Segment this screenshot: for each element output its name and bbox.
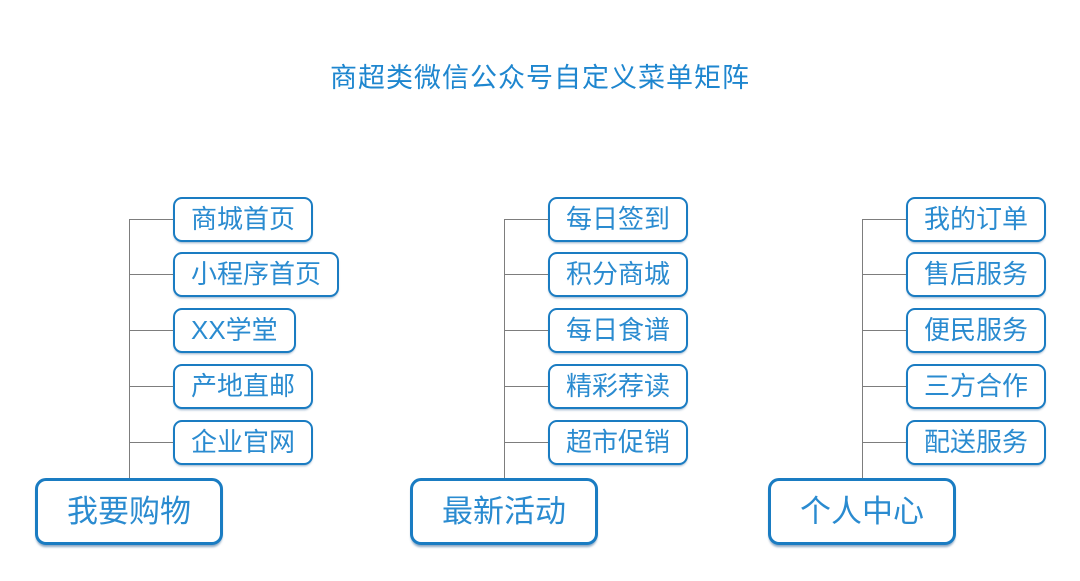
menu-item-node: 积分商城: [548, 252, 689, 297]
tree-personal-center: 我的订单 售后服务 便民服务 三方合作 配送服务 个人中心: [768, 197, 1080, 552]
menu-item-node: 超市促销: [548, 420, 689, 465]
menu-item-node: XX学堂: [173, 308, 296, 353]
tree-branch-line: [129, 274, 173, 275]
menu-item-node: 售后服务: [906, 252, 1047, 297]
tree-branch-line: [504, 219, 548, 220]
menu-item-node: 三方合作: [906, 364, 1047, 409]
tree-branch-line: [504, 330, 548, 331]
menu-parent-node: 最新活动: [410, 478, 598, 545]
menu-parent-node: 我要购物: [35, 478, 223, 545]
tree-latest-activities: 每日签到 积分商城 每日食谱 精彩荐读 超市促销 最新活动: [410, 197, 755, 552]
tree-branch-line: [862, 274, 906, 275]
tree-branch-line: [504, 274, 548, 275]
tree-branch-line: [129, 219, 173, 220]
menu-item-node: 每日签到: [548, 197, 689, 242]
tree-branch-line: [129, 442, 173, 443]
tree-branch-line: [862, 442, 906, 443]
menu-item-node: 小程序首页: [173, 252, 340, 297]
tree-trunk-line: [129, 219, 130, 478]
menu-item-node: 配送服务: [906, 420, 1047, 465]
tree-branch-line: [129, 330, 173, 331]
menu-item-node: 企业官网: [173, 420, 314, 465]
menu-item-node: 便民服务: [906, 308, 1047, 353]
tree-trunk-line: [504, 219, 505, 478]
tree-branch-line: [862, 219, 906, 220]
menu-parent-node: 个人中心: [768, 478, 956, 545]
menu-item-node: 产地直邮: [173, 364, 314, 409]
diagram-title: 商超类微信公众号自定义菜单矩阵: [330, 63, 750, 93]
tree-branch-line: [862, 330, 906, 331]
menu-item-node: 商城首页: [173, 197, 314, 242]
tree-shopping: 商城首页 小程序首页 XX学堂 产地直邮 企业官网 我要购物: [35, 197, 380, 552]
menu-item-node: 每日食谱: [548, 308, 689, 353]
menu-item-node: 我的订单: [906, 197, 1047, 242]
tree-branch-line: [504, 442, 548, 443]
menu-item-node: 精彩荐读: [548, 364, 689, 409]
tree-branch-line: [504, 386, 548, 387]
tree-branch-line: [129, 386, 173, 387]
tree-branch-line: [862, 386, 906, 387]
tree-trunk-line: [862, 219, 863, 478]
